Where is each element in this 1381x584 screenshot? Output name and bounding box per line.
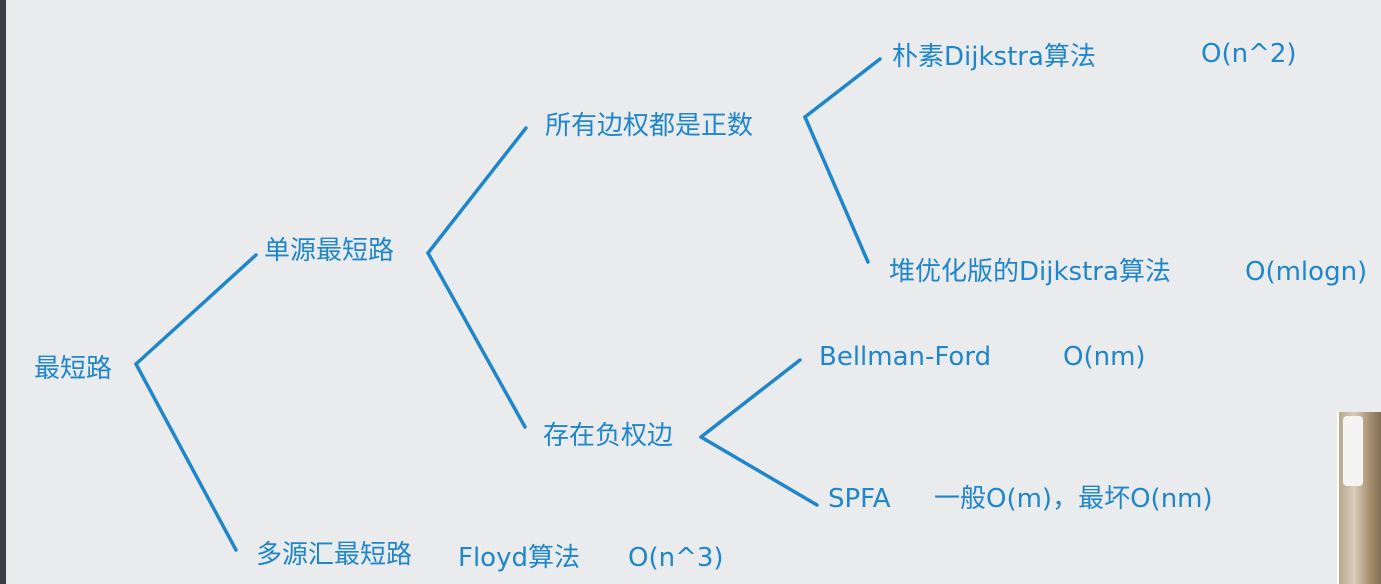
webcam-background-object <box>1343 416 1363 486</box>
node-spfa: SPFA <box>828 484 891 514</box>
edge-root-to-multi-source <box>134 362 238 552</box>
edge-negative-to-bellman-ford <box>699 358 802 439</box>
complexity-heap-dijkstra: O(mlogn) <box>1245 257 1368 287</box>
node-floyd: Floyd算法 <box>458 543 580 573</box>
node-negative-weight-edge: 存在负权边 <box>543 421 674 451</box>
window-left-edge <box>0 0 6 584</box>
node-multi-source: 多源汇最短路 <box>256 540 413 570</box>
node-single-source: 单源最短路 <box>264 236 395 266</box>
edge-single-to-negative <box>426 251 527 429</box>
complexity-spfa: 一般O(m)，最坏O(nm) <box>934 484 1213 514</box>
edge-negative-to-spfa <box>699 435 819 507</box>
webcam-overlay <box>1337 412 1381 584</box>
node-naive-dijkstra: 朴素Dijkstra算法 <box>892 42 1096 72</box>
edge-single-to-positive <box>426 126 528 255</box>
node-bellman-ford: Bellman-Ford <box>819 342 992 372</box>
node-heap-dijkstra: 堆优化版的Dijkstra算法 <box>889 257 1171 287</box>
edge-positive-to-heap-dijkstra <box>803 115 870 264</box>
node-all-positive-weights: 所有边权都是正数 <box>545 111 754 141</box>
complexity-bellman-ford: O(nm) <box>1063 342 1146 372</box>
complexity-floyd: O(n^3) <box>628 543 724 573</box>
edge-positive-to-naive-dijkstra <box>803 57 882 119</box>
node-root: 最短路 <box>34 354 113 384</box>
edge-root-to-single-source <box>134 253 258 366</box>
complexity-naive-dijkstra: O(n^2) <box>1201 39 1297 69</box>
